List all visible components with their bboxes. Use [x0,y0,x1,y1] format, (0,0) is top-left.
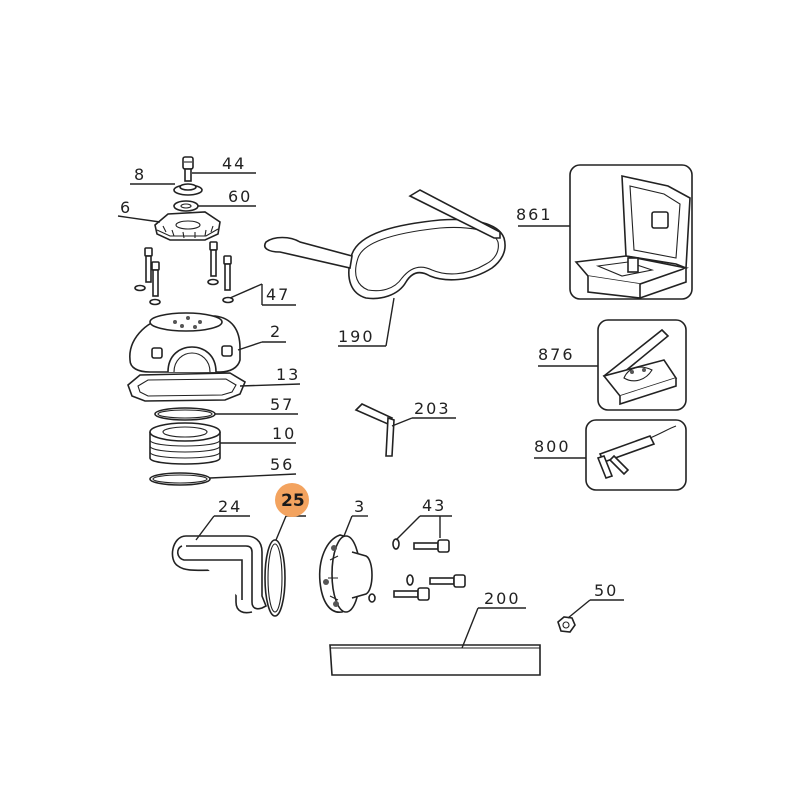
part-200-bar-icon[interactable] [329,644,541,676]
part-label-6: 6 [120,198,132,217]
part-50-hex-nut-icon[interactable] [557,616,576,633]
part-60-washer-icon[interactable] [173,200,199,212]
part-label-56: 56 [270,455,294,474]
part-2-housing-icon[interactable] [129,312,241,373]
part-label-200: 200 [484,589,521,608]
part-43-screw-set-icon[interactable] [392,538,466,601]
part-861-carry-case-icon[interactable] [569,164,693,300]
part-6-gear-plate-icon[interactable] [154,211,221,241]
part-label-190: 190 [338,327,375,346]
part-label-861: 861 [516,205,553,224]
part-47-screw-set-icon[interactable] [134,241,234,306]
part-label-10: 10 [272,424,296,443]
part-label-44: 44 [222,154,246,173]
part-10-spool-icon[interactable] [149,422,221,465]
part-label-24: 24 [218,497,242,516]
part-label-25: 25 [281,491,305,511]
part-44-bolt-icon[interactable] [182,156,194,182]
part-label-876: 876 [538,345,575,364]
highlight-marker[interactable] [275,483,309,517]
part-label-13: 13 [276,365,300,384]
part-label-57: 57 [270,395,294,414]
part-8-nut-icon[interactable] [173,183,203,196]
part-label-43: 43 [422,496,446,515]
part-876-box-kit-icon[interactable] [597,319,687,411]
part-label-8: 8 [134,165,146,184]
part-label-60: 60 [228,187,252,206]
part-label-3: 3 [354,497,366,516]
part-190-safety-glasses-icon[interactable] [264,189,506,300]
part-label-47: 47 [266,285,290,304]
part-203-allen-key-icon[interactable] [354,403,395,457]
part-800-grease-gun-icon[interactable] [585,419,687,491]
part-57-o-ring-icon[interactable] [154,407,216,421]
part-label-50: 50 [594,581,618,600]
part-25-ring-icon[interactable] [264,539,286,617]
part-13-gasket-icon[interactable] [127,372,247,402]
part-56-o-ring-icon[interactable] [149,472,211,486]
part-24-spring-icon[interactable] [171,535,268,614]
part-label-2: 2 [270,322,282,341]
part-label-800: 800 [534,437,571,456]
part-3-hub-icon[interactable] [318,534,376,613]
part-label-203: 203 [414,399,451,418]
